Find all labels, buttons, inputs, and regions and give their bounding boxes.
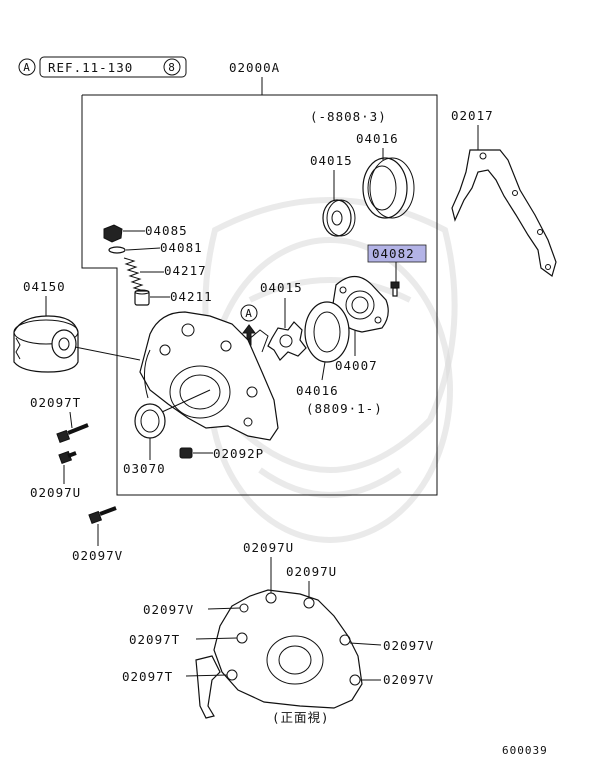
label-02097V-front-r2[interactable]: 02097V [383, 672, 434, 687]
label-04211[interactable]: 04211 [170, 289, 213, 304]
label-02017[interactable]: 02017 [451, 108, 494, 123]
label-02097T-left[interactable]: 02097T [30, 395, 81, 410]
plunger-04211 [134, 289, 150, 306]
label-02097U-front2[interactable]: 02097U [286, 564, 337, 579]
ref-header: A REF.11-130 8 [18, 56, 187, 78]
assembly-label[interactable]: 02000A [229, 60, 280, 75]
label-02097T-front1[interactable]: 02097T [129, 632, 180, 647]
label-04081[interactable]: 04081 [160, 240, 203, 255]
spring-04217 [123, 257, 145, 292]
gasket-04081 [108, 246, 126, 254]
plug-04085 [103, 224, 123, 243]
screw-04082 [390, 281, 400, 297]
inner-rotor-04015-mid [267, 321, 307, 361]
label-02097V-front-r1[interactable]: 02097V [383, 638, 434, 653]
figure-number: 600039 [502, 744, 548, 757]
label-04015-mid[interactable]: 04015 [260, 280, 303, 295]
plug-02092P [179, 447, 193, 459]
gasket-02017 [451, 149, 557, 277]
bolt-02097T-left [56, 423, 89, 444]
label-02097V-front-l[interactable]: 02097V [143, 602, 194, 617]
svg-text:A: A [245, 307, 253, 320]
assembly-boundary [81, 94, 438, 496]
label-04007[interactable]: 04007 [335, 358, 378, 373]
label-04150[interactable]: 04150 [23, 279, 66, 294]
inner-rotor-04015-top [322, 199, 356, 237]
oil-filter-04150 [13, 315, 79, 373]
label-02097U-left[interactable]: 02097U [30, 485, 81, 500]
ref-label[interactable]: REF.11-130 [48, 60, 133, 75]
label-04015-top[interactable]: 04015 [310, 153, 353, 168]
label-04016-mid[interactable]: 04016 [296, 383, 339, 398]
label-02097U-front1[interactable]: 02097U [243, 540, 294, 555]
label-04016-top[interactable]: 04016 [356, 131, 399, 146]
outer-rotor-04016-top [362, 157, 415, 219]
ref-circle-a: A [23, 61, 31, 74]
bolt-02097V-left [88, 506, 117, 525]
front-view-pump [195, 589, 363, 719]
label-04082[interactable]: 04082 [372, 246, 415, 261]
oil-pump-body [139, 311, 279, 441]
label-02097V-left[interactable]: 02097V [72, 548, 123, 563]
label-03070[interactable]: 03070 [123, 461, 166, 476]
label-04217[interactable]: 04217 [164, 263, 207, 278]
view-caption: (正面視) [272, 710, 330, 725]
date-range-bottom: (8809·1-) [306, 401, 383, 416]
label-02097T-front2[interactable]: 02097T [122, 669, 173, 684]
label-04085[interactable]: 04085 [145, 223, 188, 238]
oil-seal-03070 [134, 403, 166, 439]
arrow-marker-a: A [240, 304, 258, 346]
ref-circle-b: 8 [168, 61, 176, 74]
bolt-02097U-left [58, 450, 77, 465]
outer-rotor-04016-mid [304, 301, 350, 363]
highlight-04082 [367, 244, 427, 263]
label-02092P[interactable]: 02092P [213, 446, 264, 461]
date-range-top: (-8808·3) [310, 109, 387, 124]
